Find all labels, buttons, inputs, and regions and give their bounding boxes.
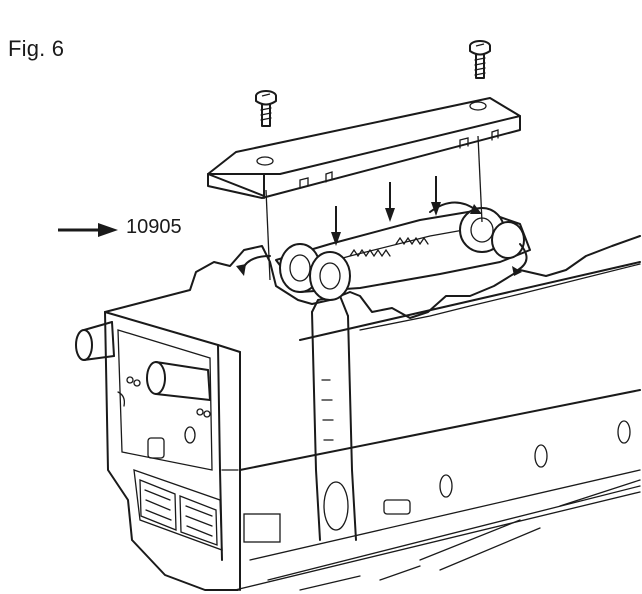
insert-arrows bbox=[331, 176, 441, 246]
buffer-lower bbox=[146, 361, 211, 401]
figure-label: Fig. 6 bbox=[8, 36, 65, 61]
right-arrow-icon bbox=[58, 223, 118, 237]
motor-assembly bbox=[236, 135, 531, 301]
part-number-label: 10905 bbox=[126, 216, 182, 238]
locomotive-body bbox=[75, 235, 641, 591]
screw-left-icon bbox=[255, 90, 277, 127]
buffer-upper bbox=[75, 321, 115, 361]
cover-plate bbox=[207, 97, 521, 199]
screw-right-icon bbox=[469, 40, 491, 79]
